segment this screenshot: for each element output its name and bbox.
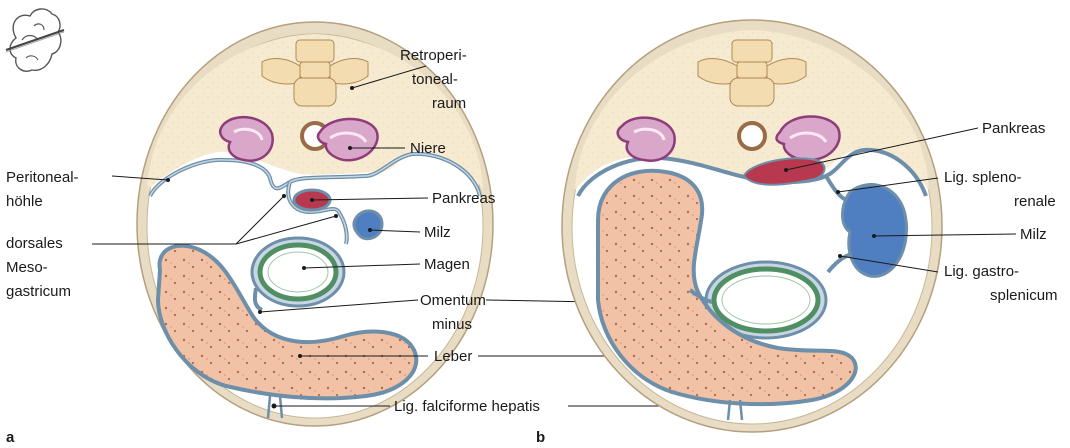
label-lig-splenorenale-1: Lig. spleno- [944, 169, 1022, 186]
orientation-embryo-icon [6, 9, 64, 71]
label-dorsales-1: dorsales [6, 235, 63, 252]
stomach [252, 238, 344, 306]
label-lig-splenorenale-2: renale [1014, 193, 1056, 210]
label-retroperitonealraum-2: toneal- [412, 71, 458, 88]
label-dorsales-2: Meso- [6, 259, 48, 276]
label-milz-b: Milz [1020, 226, 1047, 243]
label-lig-gastrosplenicum-1: Lig. gastro- [944, 263, 1019, 280]
aorta-b [739, 123, 765, 149]
label-magen: Magen [424, 256, 470, 273]
panel-b: Pankreas Lig. spleno- renale Milz Lig. g… [536, 20, 1058, 446]
panel-letter-a: a [6, 429, 15, 446]
label-omentum-1: Omentum [420, 292, 486, 309]
label-niere: Niere [410, 140, 446, 157]
panel-a: Retroperi- toneal- raum Niere Peritoneal… [6, 9, 540, 446]
label-omentum-2: minus [432, 316, 472, 333]
label-lig-falciforme: Lig. falciforme hepatis [394, 398, 540, 415]
label-milz-a: Milz [424, 224, 451, 241]
label-peritonealhoehle-1: Peritoneal- [6, 169, 79, 186]
label-peritonealhoehle-2: höhle [6, 193, 43, 210]
label-pankreas-b: Pankreas [982, 120, 1045, 137]
label-pankreas-a: Pankreas [432, 190, 495, 207]
spleen [354, 211, 382, 239]
label-dorsales-3: gastricum [6, 283, 71, 300]
panel-letter-b: b [536, 429, 545, 446]
label-lig-gastrosplenicum-2: splenicum [990, 287, 1058, 304]
spleen-b [843, 185, 907, 277]
label-retroperitonealraum-1: Retroperi- [400, 47, 467, 64]
label-leber: Leber [434, 348, 472, 365]
label-retroperitonealraum-3: raum [432, 95, 466, 112]
